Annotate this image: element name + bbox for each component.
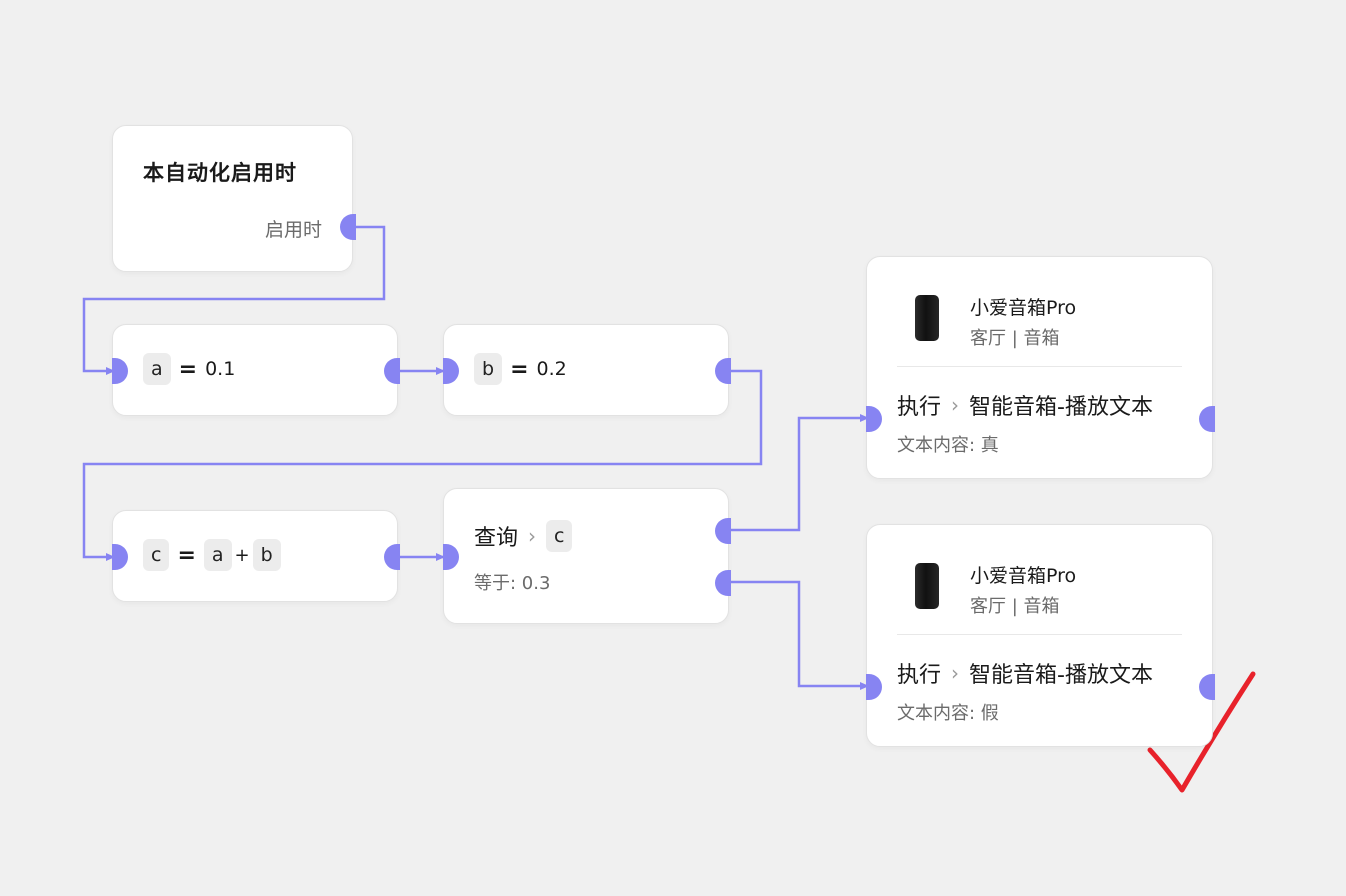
set-b-node[interactable]: b = 0.2: [443, 324, 731, 416]
trigger-output-label: 启用时: [264, 219, 322, 241]
action-node-false[interactable]: 小爱音箱Pro 客厅 | 音箱 执行 › 智能音箱-播放文本 文本内容: 假: [866, 524, 1215, 747]
set-b-output-port[interactable]: [715, 358, 731, 384]
action-name: 智能音箱-播放文本: [969, 395, 1153, 420]
chevron-right-icon: ›: [951, 661, 960, 685]
action-true-input-port[interactable]: [866, 406, 882, 432]
set-a-output-port[interactable]: [384, 358, 400, 384]
value-a: 0.1: [205, 358, 236, 380]
device-name: 小爱音箱Pro: [970, 565, 1077, 587]
divider: [897, 366, 1182, 367]
action-false-input-port[interactable]: [866, 674, 882, 700]
wire-query-true: [729, 414, 869, 532]
action-node-true[interactable]: 小爱音箱Pro 客厅 | 音箱 执行 › 智能音箱-播放文本 文本内容: 真: [866, 256, 1215, 479]
trigger-title: 本自动化启用时: [143, 161, 297, 185]
assign-operator: =: [177, 542, 196, 568]
set-a-node[interactable]: a = 0.1: [112, 324, 400, 416]
action-param: 文本内容: 真: [897, 435, 999, 456]
speaker-icon: [915, 295, 939, 341]
set-c-input-port[interactable]: [112, 544, 128, 570]
device-location: 客厅 | 音箱: [970, 596, 1060, 617]
set-c-output-port[interactable]: [384, 544, 400, 570]
var-chip-b[interactable]: b: [252, 539, 281, 571]
query-node[interactable]: 查询 › c 等于: 0.3: [443, 488, 731, 624]
assign-operator: =: [510, 356, 529, 382]
var-chip-a[interactable]: a: [143, 353, 171, 385]
chevron-right-icon: ›: [951, 393, 960, 417]
speaker-icon: [915, 563, 939, 609]
chevron-right-icon: ›: [528, 524, 537, 548]
value-b: 0.2: [536, 358, 567, 380]
query-input-port[interactable]: [443, 544, 459, 570]
action-name: 智能音箱-播放文本: [969, 663, 1153, 688]
set-c-node[interactable]: c = a + b: [112, 510, 400, 602]
action-verb: 执行: [897, 395, 942, 420]
var-chip-c[interactable]: c: [143, 539, 170, 571]
trigger-node[interactable]: 本自动化启用时 启用时: [112, 125, 356, 272]
device-location: 客厅 | 音箱: [970, 328, 1060, 349]
divider: [897, 634, 1182, 635]
plus-operator: +: [234, 544, 250, 566]
action-true-output-port[interactable]: [1199, 406, 1215, 432]
set-b-input-port[interactable]: [443, 358, 459, 384]
var-chip-c[interactable]: c: [546, 520, 573, 552]
var-chip-a[interactable]: a: [203, 539, 232, 571]
set-a-input-port[interactable]: [112, 358, 128, 384]
query-false-output-port[interactable]: [715, 570, 731, 596]
device-name: 小爱音箱Pro: [970, 297, 1077, 319]
var-chip-b[interactable]: b: [474, 353, 503, 385]
wire-query-false: [729, 580, 869, 690]
query-true-output-port[interactable]: [715, 518, 731, 544]
action-param: 文本内容: 假: [897, 703, 999, 724]
action-false-output-port[interactable]: [1199, 674, 1215, 700]
assign-operator: =: [178, 356, 198, 382]
query-label: 查询: [474, 526, 519, 551]
action-verb: 执行: [897, 663, 942, 688]
trigger-output-port[interactable]: [340, 214, 356, 240]
query-condition: 等于: 0.3: [474, 573, 551, 594]
